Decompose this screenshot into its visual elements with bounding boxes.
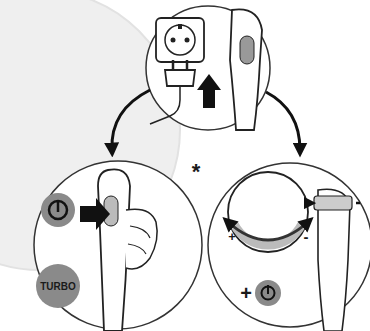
blender-handle [230,9,262,130]
step-circle [146,6,270,130]
turbo-icon [36,264,80,308]
socket [156,18,204,62]
hand [126,209,157,269]
button-label: TURBO [40,282,76,292]
insert-arrow [197,74,221,108]
power-icon [255,280,281,306]
flow-arrow [266,92,300,150]
blender-body [98,169,130,331]
speed-dial [228,172,308,252]
flow-arrow [112,90,150,150]
plug [165,70,195,86]
dial-sign: - [304,229,309,244]
footnote-mark: * [192,161,201,183]
press-arrow [80,198,110,230]
combine-sign: + [240,283,252,303]
rotate-arrow [228,222,308,240]
power-icon [41,193,75,227]
dial-sign: + [228,230,236,243]
